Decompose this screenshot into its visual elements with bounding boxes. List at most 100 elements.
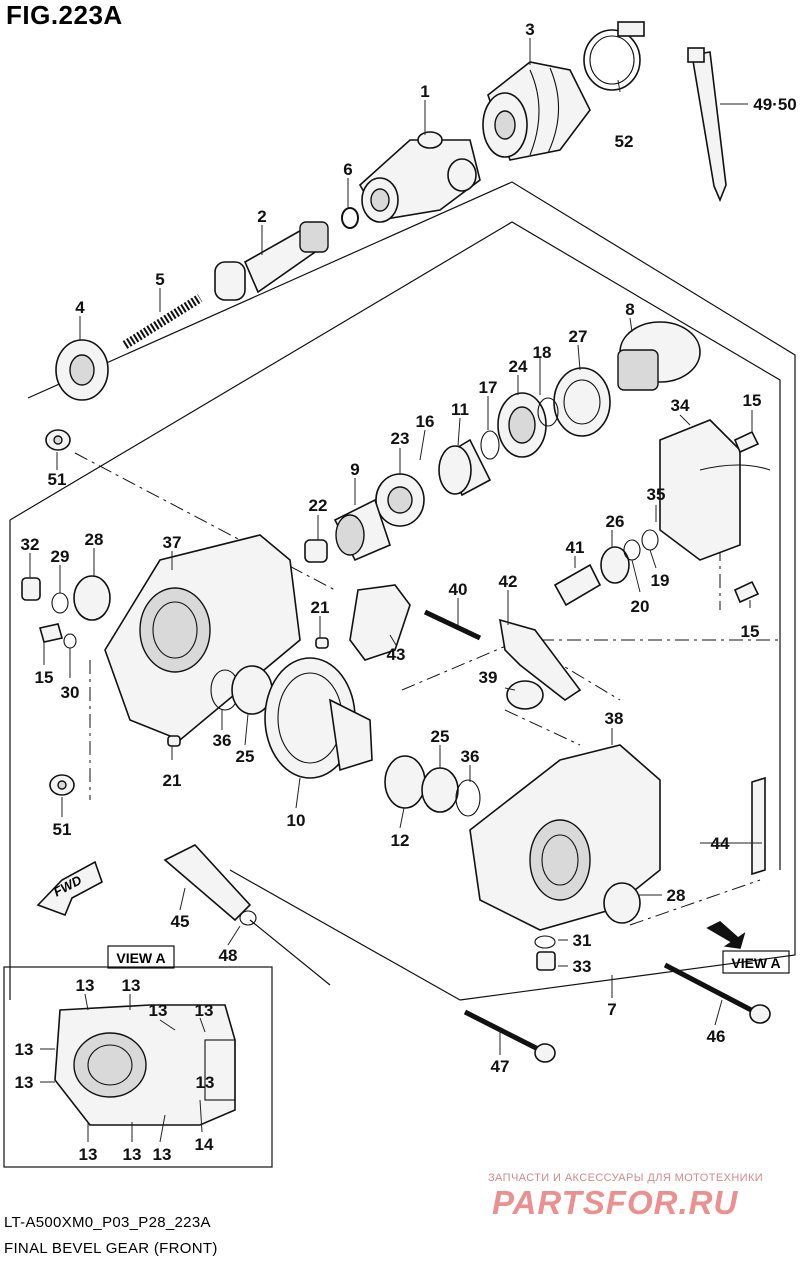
callout-37: 37 bbox=[163, 533, 182, 552]
circlip bbox=[341, 207, 359, 229]
bevel-pinion-gear bbox=[333, 498, 391, 562]
callout-40: 40 bbox=[449, 580, 468, 599]
view-a-callout-13: 13 bbox=[153, 1145, 172, 1164]
callout-36-right: 36 bbox=[461, 747, 480, 766]
callout-47: 47 bbox=[491, 1057, 510, 1076]
dowel-pin-lower bbox=[167, 735, 181, 747]
callout-36-left: 36 bbox=[213, 731, 232, 750]
view-a-callout-13: 13 bbox=[149, 1001, 168, 1020]
callout-8: 8 bbox=[625, 300, 634, 319]
callout-52: 52 bbox=[615, 132, 634, 151]
callout-numbers: 1 2 3 4 5 6 7 8 9 10 11 12 14 15 15 15 1… bbox=[15, 20, 797, 1164]
forward-direction-arrow: FWD bbox=[36, 860, 103, 917]
roller-bearing bbox=[438, 438, 492, 497]
shim-ring bbox=[537, 397, 559, 427]
callout-43: 43 bbox=[387, 645, 406, 664]
view-a-callout-13: 13 bbox=[79, 1145, 98, 1164]
callout-18: 18 bbox=[533, 343, 552, 362]
leader-lines bbox=[29, 38, 762, 1143]
actuator-bearing bbox=[600, 546, 630, 584]
view-a-label-right: VIEW A bbox=[731, 955, 780, 971]
view-a-inset: VIEW A bbox=[3, 945, 273, 1168]
oil-seal bbox=[553, 367, 611, 437]
callout-30: 30 bbox=[61, 683, 80, 702]
callout-15-top: 15 bbox=[743, 391, 762, 410]
view-a-callout-13: 13 bbox=[15, 1040, 34, 1059]
shift-rod bbox=[423, 609, 482, 641]
callout-14: 14 bbox=[195, 1135, 214, 1154]
callout-27: 27 bbox=[569, 327, 588, 346]
view-a-pointer: VIEW A bbox=[706, 921, 790, 974]
callout-1: 1 bbox=[420, 82, 429, 101]
callout-48: 48 bbox=[219, 946, 238, 965]
bolt-left bbox=[38, 623, 64, 643]
callout-5: 5 bbox=[155, 270, 164, 289]
callout-10: 10 bbox=[287, 811, 306, 830]
gasket-washer bbox=[51, 592, 69, 614]
callout-45: 45 bbox=[171, 912, 190, 931]
shift-arm bbox=[499, 618, 582, 701]
callout-28-left: 28 bbox=[85, 530, 104, 549]
callout-38: 38 bbox=[605, 709, 624, 728]
view-a-callout-13: 13 bbox=[196, 1073, 215, 1092]
dowel-pin-upper bbox=[315, 637, 329, 649]
callout-24: 24 bbox=[509, 357, 528, 376]
figure-code: LT-A500XM0_P03_P28_223A bbox=[4, 1214, 211, 1231]
callout-51-lower: 51 bbox=[53, 820, 72, 839]
shim-right bbox=[455, 779, 481, 817]
nut-upper bbox=[45, 429, 71, 451]
oil-seal-left bbox=[73, 575, 111, 621]
ball-bearing bbox=[375, 473, 425, 527]
callout-17: 17 bbox=[479, 378, 498, 397]
callout-9: 9 bbox=[350, 460, 359, 479]
callout-15-right: 15 bbox=[741, 622, 760, 641]
callout-29: 29 bbox=[51, 547, 70, 566]
callout-41: 41 bbox=[566, 538, 585, 557]
spring-cap bbox=[55, 339, 109, 401]
callout-22: 22 bbox=[309, 496, 328, 515]
shift-fork bbox=[349, 584, 411, 661]
assembly-frame bbox=[9, 181, 796, 1001]
callout-46: 46 bbox=[707, 1027, 726, 1046]
bracket bbox=[751, 776, 766, 876]
callout-31: 31 bbox=[573, 931, 592, 950]
view-a-callout-13: 13 bbox=[122, 976, 141, 995]
boot-clamp bbox=[583, 21, 645, 91]
callout-25-left: 25 bbox=[236, 747, 255, 766]
watermark-tagline: ЗАПЧАСТИ И АКСЕССУАРЫ ДЛЯ МОТОТЕХНИКИ bbox=[488, 1172, 764, 1184]
filler-plug bbox=[536, 951, 556, 971]
position-sensor bbox=[553, 563, 602, 607]
callout-21-lower: 21 bbox=[163, 771, 182, 790]
o-ring bbox=[641, 529, 659, 551]
callout-15-left: 15 bbox=[35, 668, 54, 687]
nut-lower bbox=[49, 774, 75, 796]
bolt-upper-right bbox=[733, 430, 760, 454]
callout-6: 6 bbox=[343, 160, 352, 179]
left-gear-case bbox=[104, 534, 301, 741]
oil-seal-right bbox=[384, 755, 426, 809]
rubber-boot bbox=[482, 61, 591, 161]
callout-44: 44 bbox=[711, 834, 730, 853]
universal-joint-yoke bbox=[358, 131, 481, 223]
view-a-callout-13: 13 bbox=[15, 1073, 34, 1092]
drain-plug bbox=[21, 577, 41, 601]
sleeve bbox=[506, 680, 544, 710]
view-a-callout-13: 13 bbox=[123, 1145, 142, 1164]
callout-49-50: 49·50 bbox=[753, 95, 796, 114]
callout-23: 23 bbox=[391, 429, 410, 448]
callout-4: 4 bbox=[75, 298, 85, 317]
view-a-label-inset: VIEW A bbox=[116, 950, 165, 966]
view-a-callout-13: 13 bbox=[195, 1001, 214, 1020]
long-bolt-46 bbox=[663, 962, 771, 1024]
callout-25-right: 25 bbox=[431, 727, 450, 746]
callout-19: 19 bbox=[651, 571, 670, 590]
callout-2: 2 bbox=[257, 207, 266, 226]
washer-left bbox=[63, 633, 77, 649]
callout-20: 20 bbox=[631, 597, 650, 616]
snap-ring bbox=[623, 539, 641, 561]
view-a-callout-13: 13 bbox=[76, 976, 95, 995]
callout-12: 12 bbox=[391, 831, 410, 850]
watermark-logo: PARTSFOR.RU bbox=[492, 1184, 739, 1221]
callout-42: 42 bbox=[499, 572, 518, 591]
